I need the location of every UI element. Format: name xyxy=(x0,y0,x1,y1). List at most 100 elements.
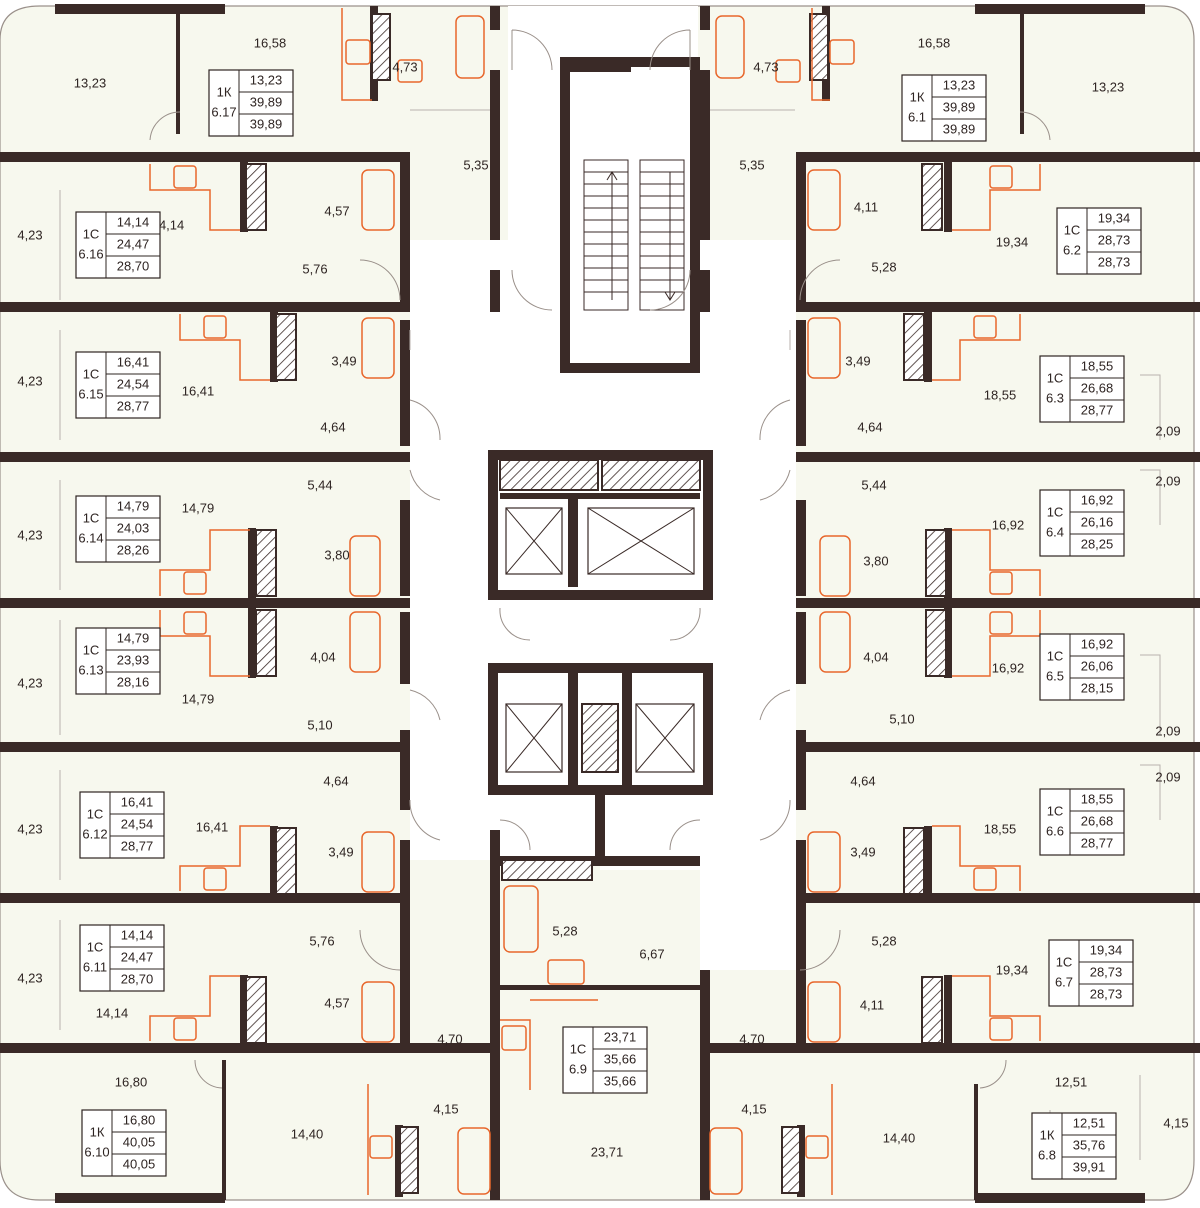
apartment-label-6.8: 1К 6.8 12,51 35,76 39,91 xyxy=(1031,1112,1117,1180)
room-area-label: 5,28 xyxy=(871,933,896,948)
room-area-label: 2,09 xyxy=(1155,723,1180,738)
total-area: 26,06 xyxy=(1081,658,1114,673)
living-area: 13,23 xyxy=(250,72,283,87)
apartment-number: 6.3 xyxy=(1046,390,1064,405)
apartment-type: 1С xyxy=(83,366,100,381)
room-area-label: 4,64 xyxy=(323,773,348,788)
living-area: 13,23 xyxy=(943,77,976,92)
total-area-with-balcony: 28,77 xyxy=(121,838,154,853)
room-area-label: 5,76 xyxy=(302,261,327,276)
room-area-label: 3,49 xyxy=(328,844,353,859)
room-area-label: 23,71 xyxy=(591,1144,624,1159)
room-area-label: 4,23 xyxy=(17,675,42,690)
room-area-label: 3,80 xyxy=(863,553,888,568)
room-area-label: 4,70 xyxy=(437,1031,462,1046)
total-area: 35,76 xyxy=(1073,1137,1106,1152)
apartment-type: 1С xyxy=(1047,803,1064,818)
room-area-label: 2,09 xyxy=(1155,473,1180,488)
room-area-label: 14,40 xyxy=(291,1126,324,1141)
room-area-label: 2,09 xyxy=(1155,423,1180,438)
apartment-type: 1С xyxy=(570,1041,587,1056)
total-area: 24,47 xyxy=(117,236,150,251)
living-area: 16,92 xyxy=(1081,492,1114,507)
room-area-label: 4,15 xyxy=(741,1101,766,1116)
room-area-label: 6,67 xyxy=(639,946,664,961)
apartment-number: 6.13 xyxy=(78,662,103,677)
apartment-type: 1К xyxy=(910,89,925,104)
total-area: 24,47 xyxy=(121,949,154,964)
total-area-with-balcony: 28,70 xyxy=(121,971,154,986)
room-area-label: 5,10 xyxy=(889,711,914,726)
apartment-type: 1С xyxy=(1047,648,1064,663)
room-area-label: 2,09 xyxy=(1155,769,1180,784)
room-area-label: 4,11 xyxy=(860,997,884,1012)
stair xyxy=(560,57,700,373)
living-area: 14,79 xyxy=(117,498,150,513)
room-area-label: 14,14 xyxy=(96,1005,129,1020)
room-area-label: 3,49 xyxy=(850,844,875,859)
room-area-label: 5,35 xyxy=(463,157,488,172)
room-area-label: 5,44 xyxy=(307,477,332,492)
total-area: 28,73 xyxy=(1090,964,1123,979)
total-area-with-balcony: 39,91 xyxy=(1073,1159,1106,1174)
room-area-label: 5,76 xyxy=(309,933,334,948)
room-area-label: 13,23 xyxy=(1092,79,1125,94)
room-area-label: 3,80 xyxy=(324,547,349,562)
room-area-label: 14,40 xyxy=(883,1130,916,1145)
apartment-number: 6.6 xyxy=(1046,823,1064,838)
apartment-type: 1С xyxy=(83,226,100,241)
room-area-label: 5,28 xyxy=(871,259,896,274)
room-area-label: 4,23 xyxy=(17,227,42,242)
room-area-label: 4,57 xyxy=(324,995,349,1010)
apartment-type: 1С xyxy=(83,642,100,657)
fixtures xyxy=(149,8,1041,1195)
living-area: 14,14 xyxy=(117,214,150,229)
room-area-label: 16,58 xyxy=(918,35,951,50)
total-area-with-balcony: 28,15 xyxy=(1081,680,1114,695)
room-area-label: 16,80 xyxy=(115,1074,148,1089)
apartment-number: 6.15 xyxy=(78,386,103,401)
room-area-label: 18,55 xyxy=(984,387,1017,402)
central-corridor xyxy=(410,6,796,970)
living-area: 14,79 xyxy=(117,630,150,645)
total-area-with-balcony: 28,25 xyxy=(1081,536,1114,551)
total-area-with-balcony: 28,26 xyxy=(117,542,150,557)
doors xyxy=(149,29,1051,1089)
apartment-number: 6.4 xyxy=(1046,524,1064,539)
total-area-with-balcony: 28,73 xyxy=(1090,986,1123,1001)
room-area-label: 5,10 xyxy=(307,717,332,732)
total-area: 24,03 xyxy=(117,520,150,535)
living-area: 19,34 xyxy=(1098,210,1131,225)
living-area: 12,51 xyxy=(1073,1115,1106,1130)
room-area-label: 4,04 xyxy=(310,649,335,664)
room-area-label: 16,41 xyxy=(182,383,215,398)
apartment-labels: 1К6.1713,2339,8939,891К6.113,2339,8939,8… xyxy=(75,69,1142,1180)
room-area-label: 16,92 xyxy=(992,660,1025,675)
room-area-label: 4,23 xyxy=(17,821,42,836)
total-area: 28,73 xyxy=(1098,232,1131,247)
apartment-type: 1С xyxy=(1064,222,1081,237)
apartment-number: 6.10 xyxy=(84,1144,109,1159)
living-area: 16,92 xyxy=(1081,636,1114,651)
apartment-type: 1К xyxy=(1040,1127,1055,1142)
apartment-type: 1С xyxy=(1047,370,1064,385)
shafts xyxy=(245,13,947,1194)
room-area-label: 5,35 xyxy=(739,157,764,172)
total-area-with-balcony: 28,73 xyxy=(1098,254,1131,269)
living-area: 18,55 xyxy=(1081,358,1114,373)
apartment-number: 6.12 xyxy=(82,826,107,841)
living-area: 23,71 xyxy=(604,1029,637,1044)
room-area-label: 4,70 xyxy=(739,1031,764,1046)
room-area-label: 4,15 xyxy=(1163,1115,1188,1130)
apartment-number: 6.8 xyxy=(1038,1147,1056,1162)
